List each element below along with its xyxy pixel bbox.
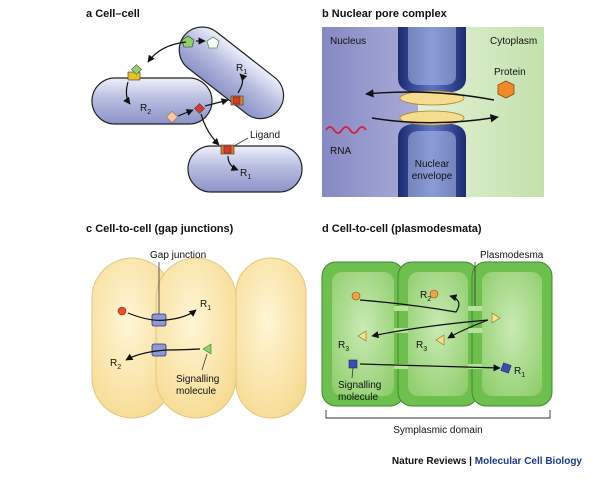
receptor-left [127,71,141,81]
credit-journal: Molecular Cell Biology [474,456,582,467]
arrow-ligand-to-bottom [200,113,220,146]
panel-a: a Cell–cell R1 R2 Ligand [86,8,303,193]
plasmodesma-2c [468,364,482,369]
peach-diamond-molecule [165,110,179,124]
arrow-ligand-to-right [204,98,229,107]
credit-publisher: Nature Reviews [391,456,467,467]
gap-cell-right [235,257,307,419]
label-gap-junction: Gap junction [150,250,206,261]
label-signalling-2: molecule [338,392,378,403]
signalling-molecule-red [117,306,127,316]
ligand-leader-line [233,137,249,147]
arrow-to-ligand [177,109,194,117]
arrow-to-r2 [125,348,201,361]
label-r1-bottom: R1 [240,168,251,181]
arrow-protein-import [365,89,495,101]
panel-d-title: d Cell-to-cell (plasmodesmata) [322,223,482,235]
label-envelope-1: Nuclear [415,159,450,170]
rna-squiggle [325,126,367,134]
arrow-to-r1 [127,309,197,321]
label-r2: R2 [140,103,151,116]
label-nucleus: Nucleus [330,36,366,47]
gap-cell-middle [155,257,237,419]
label-signalling-1: Signalling [176,374,219,385]
red-ligand-molecule [194,103,205,114]
cell-bottom [187,145,303,193]
panel-d: d Cell-to-cell (plasmodesmata) Plas [321,223,553,436]
red-ligand-bound-bottom [223,145,232,154]
label-ligand: Ligand [250,130,280,141]
label-r2: R2 [110,358,121,371]
molecule-triangle-mid [435,334,445,346]
arrow-to-r3-left [371,319,489,339]
journal-credit: Nature Reviews | Molecular Cell Biology [392,456,582,467]
label-cytoplasm: Cytoplasm [490,36,537,47]
label-r3-left: R3 [338,340,349,353]
arrow-to-r1 [359,363,501,372]
arrow-to-r1-top [237,73,248,94]
label-r1: R1 [514,366,525,379]
panel-c-title: c Cell-to-cell (gap junctions) [86,223,234,235]
label-signalling-1: Signalling [338,380,381,391]
cell-left [91,77,213,125]
label-r3-mid: R3 [416,340,427,353]
panel-a-title: a Cell–cell [86,8,140,20]
red-ligand-bound-right [232,96,241,105]
cell-right [178,26,285,120]
panel-b-title: b Nuclear pore complex [322,8,448,20]
molecule-square-right [500,362,512,374]
protein-hexagon [497,80,515,99]
label-envelope-2: envelope [412,171,453,182]
label-r1: R1 [200,299,211,312]
signalling-leader [201,353,208,371]
green-pentagon-molecule [181,35,195,48]
plasmodesma-2b [468,328,482,333]
arrow-to-r1-bottom [227,155,239,171]
plasmodesma-1a [394,306,408,311]
arrow-to-r2 [359,294,460,313]
panel-b: b Nuclear pore complex Nucleus Cytoplasm… [322,8,544,197]
molecule-orange-r2 [429,289,439,299]
arrow-to-r2 [123,81,131,105]
arrow-rna-export [371,114,499,124]
symplasmic-bracket [325,410,551,419]
panel-c: c Cell-to-cell (gap junctions) Gap junct… [86,223,307,419]
molecule-triangle-left [357,330,367,342]
label-r2: R2 [420,290,431,303]
signalling-leader-d [351,367,354,379]
label-protein: Protein [494,67,526,78]
plasmodesma-2a [468,306,482,311]
signalling-molecule-green [202,343,212,355]
credit-separator: | [466,456,475,467]
pore-complex-bottom [399,110,465,126]
label-symplasmic-domain: Symplasmic domain [393,425,482,436]
arrow-to-left-cell [147,41,187,63]
molecule-orange-left [351,291,361,301]
label-r1-top: R1 [236,63,247,76]
pore-complex-top [399,90,465,106]
molecule-triangle-right [491,312,501,324]
plasmodesma-1c [394,364,408,369]
green-diamond-molecule [131,64,142,75]
label-signalling-2: molecule [176,386,216,397]
white-pentagon-molecule [206,36,220,49]
label-rna: RNA [330,146,351,157]
label-plasmodesma: Plasmodesma [480,250,544,261]
arrow-to-r3-mid [447,319,489,339]
molecule-square-left [348,359,358,369]
